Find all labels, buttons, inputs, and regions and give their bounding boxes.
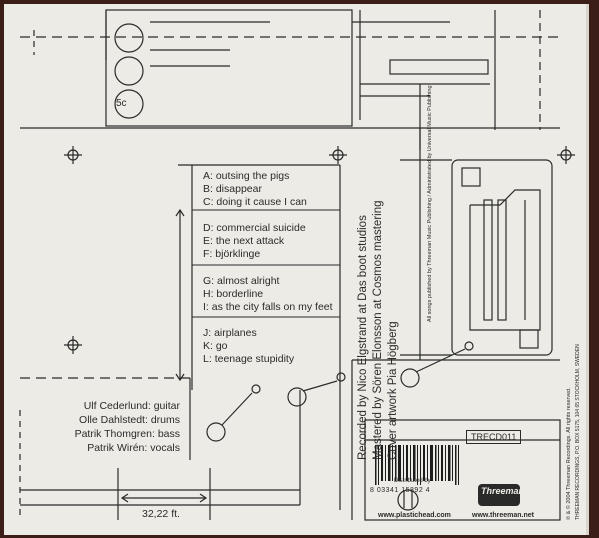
label-logo: Threeman <box>481 486 525 496</box>
barcode-digits: 8 03341 15892 4 <box>370 487 431 494</box>
musician-line: Ulf Cederlund: guitar <box>83 400 180 412</box>
top-left-box <box>105 9 353 127</box>
track-item: L: teenage stupidity <box>203 353 295 365</box>
track-item: I: as the city falls on my feet <box>203 301 333 313</box>
copyright: ℗ & © 2004 Threeman Recordings. All righ… <box>566 387 572 520</box>
barcode <box>375 445 459 485</box>
crosshair-3 <box>64 336 82 354</box>
track-item: K: go <box>203 340 228 352</box>
publishing-note: All songs published by Threeman Music Pu… <box>427 85 433 322</box>
crosshair-4 <box>557 146 575 164</box>
credit-line: Mastered by Sören Elonsson at Cosmos mas… <box>372 200 384 460</box>
crosshair-2 <box>329 146 347 164</box>
track-item: F: björklinge <box>203 248 261 260</box>
distributor-url: www.plastichead.com <box>378 512 451 519</box>
track-item: A: outsing the pigs <box>203 170 290 182</box>
credit-line: Recorded by Nico Elgstrand at Das boot s… <box>357 215 369 460</box>
catalog-number: TRECD011 <box>466 430 522 444</box>
track-item: E: the next attack <box>203 235 285 247</box>
track-item: H: borderline <box>203 288 264 300</box>
dimension-label: 32,22 ft. <box>142 508 180 520</box>
box-label: 5c <box>116 98 127 109</box>
circle-2 <box>114 56 144 86</box>
crosshair-1 <box>64 146 82 164</box>
recording-credits: Recorded by Nico Elgstrand at Das boot s… <box>356 200 401 460</box>
musician-credits: Ulf Cederlund: guitar Olle Dahlstedt: dr… <box>20 399 180 455</box>
label-address: THREEMAN RECORDINGS, P.O. BOX 5175, 104 … <box>575 344 581 520</box>
musician-line: Patrik Thomgren: bass <box>74 428 180 440</box>
track-item: J: airplanes <box>203 327 257 339</box>
threeman-logo <box>478 484 520 506</box>
musician-line: Olle Dahlstedt: drums <box>79 414 180 426</box>
plastichead-logo <box>397 489 419 511</box>
track-item: G: almost alright <box>203 275 280 287</box>
distributed-by: Distributed by <box>394 478 431 484</box>
circle-3 <box>114 89 144 119</box>
track-item: D: commercial suicide <box>203 222 306 234</box>
credit-line: Cover artwork Pia Högberg <box>387 321 399 460</box>
musician-line: Patrik Wirén: vocals <box>87 442 180 454</box>
label-url: www.threeman.net <box>472 512 534 519</box>
circle-1 <box>114 23 144 53</box>
track-item: C: doing it cause I can <box>203 196 307 208</box>
track-item: B: disappear <box>203 183 262 195</box>
